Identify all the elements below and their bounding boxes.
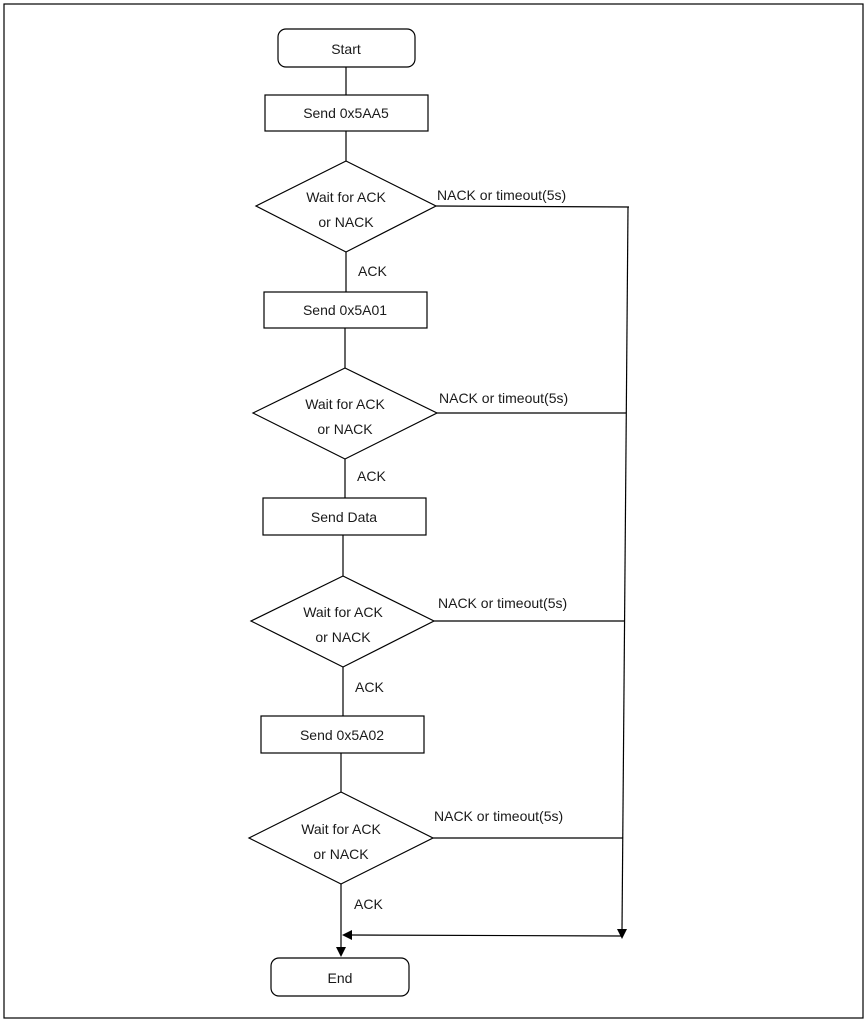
no-label-2: NACK or timeout(5s) [439,390,568,406]
yes-label-2: ACK [357,468,386,484]
end-label: End [328,970,353,986]
yes-label-4: ACK [354,896,383,912]
decision-4-line-1: Wait for ACK [301,821,381,837]
start-label: Start [331,41,361,57]
failure-return-arrowhead [342,930,352,940]
send-label-1: Send 0x5AA5 [303,105,389,121]
decision-3-line-2: or NACK [315,629,371,645]
send-box-4 [260,715,425,754]
decision-1-line-2: or NACK [318,214,374,230]
yes-label-3: ACK [355,679,384,695]
no-label-3: NACK or timeout(5s) [438,595,567,611]
decision-3-line-1: Wait for ACK [303,604,383,620]
decision-2-line-2: or NACK [317,421,373,437]
send-label-3: Send Data [311,509,377,525]
arrowhead-into-end [336,947,346,957]
diagram-frame [3,3,864,1019]
send-box-1 [264,94,429,132]
no-label-4: NACK or timeout(5s) [434,808,563,824]
yes-label-1: ACK [358,263,387,279]
decision-2-line-1: Wait for ACK [305,396,385,412]
no-label-1: NACK or timeout(5s) [437,187,566,203]
end-terminal [270,957,410,997]
failure-rail [621,206,629,931]
failure-return-line [350,934,623,937]
send-label-2: Send 0x5A01 [303,302,387,318]
failure-rail-arrowhead [617,929,627,939]
send-box-3 [262,497,427,536]
decision-1-line-1: Wait for ACK [306,189,386,205]
no-branch-line-1 [435,205,630,208]
decision-4-line-2: or NACK [313,846,369,862]
send-label-4: Send 0x5A02 [300,727,384,743]
